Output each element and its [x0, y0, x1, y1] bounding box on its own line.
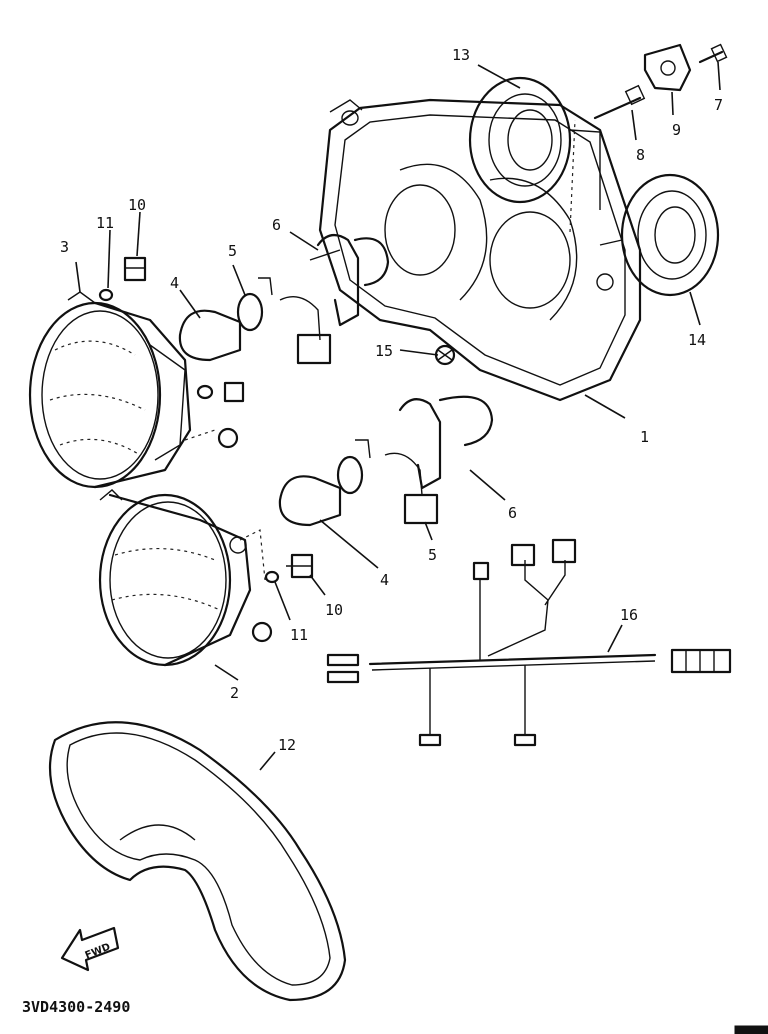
- meter-cover-14: [599, 173, 720, 297]
- bulb-4-lower: [278, 475, 342, 527]
- corner-mark: [734, 1025, 768, 1034]
- wire-harness-16: [326, 538, 732, 747]
- callout-14: 14: [688, 331, 706, 349]
- headlight-housing: [318, 98, 642, 402]
- adjuster-screw-10-lower: [286, 553, 314, 579]
- fwd-arrow-icon: FWD: [60, 926, 120, 972]
- headlight-bezel-12: [48, 721, 347, 1002]
- callout-10-upper: 10: [128, 196, 146, 214]
- callout-1: 1: [640, 428, 649, 446]
- callout-4-upper: 4: [170, 274, 179, 292]
- callout-6-lower: 6: [508, 504, 517, 522]
- bolt-8: [593, 84, 646, 120]
- drawing-code: 3VD4300-2490: [22, 998, 130, 1016]
- fwd-label: FWD: [84, 942, 112, 962]
- callout-7: 7: [714, 96, 723, 114]
- callout-10-lower: 10: [325, 601, 343, 619]
- callout-9: 9: [672, 121, 681, 139]
- holder-6-lower: [398, 395, 494, 490]
- meter-cover-13: [468, 76, 601, 210]
- callout-12: 12: [278, 736, 296, 754]
- callout-13: 13: [452, 46, 470, 64]
- headlight-unit-2: [98, 489, 252, 667]
- callout-6-upper: 6: [272, 216, 281, 234]
- upper-fasteners: [184, 381, 245, 449]
- adjuster-screw-10-upper: [123, 256, 147, 282]
- callout-2: 2: [230, 684, 239, 702]
- holder-6-upper: [309, 233, 390, 327]
- washer-11-lower: [264, 570, 280, 584]
- grommet-15: [434, 344, 456, 366]
- socket-5-lower: [336, 439, 439, 525]
- callout-5-lower: 5: [428, 546, 437, 564]
- callout-5-upper: 5: [228, 242, 237, 260]
- bolt-7: [698, 43, 728, 64]
- leader-lines: [75, 61, 721, 771]
- callouts: 13 7 9 8 14 1 15 3 11 10 4 5 6 6 5 4 10 …: [60, 46, 723, 754]
- socket-5-upper: [236, 277, 332, 365]
- callout-11-upper: 11: [96, 214, 114, 232]
- callout-3: 3: [60, 238, 69, 256]
- washer-11-upper: [98, 288, 114, 302]
- bracket-9: [643, 43, 692, 92]
- lower-nut: [251, 621, 273, 643]
- callout-16: 16: [620, 606, 638, 624]
- callout-11-lower: 11: [290, 626, 308, 644]
- callout-15: 15: [375, 342, 393, 360]
- headlight-unit-3: [28, 291, 192, 489]
- bulb-4-upper: [178, 309, 242, 362]
- callout-4-lower: 4: [380, 571, 389, 589]
- callout-8: 8: [636, 146, 645, 164]
